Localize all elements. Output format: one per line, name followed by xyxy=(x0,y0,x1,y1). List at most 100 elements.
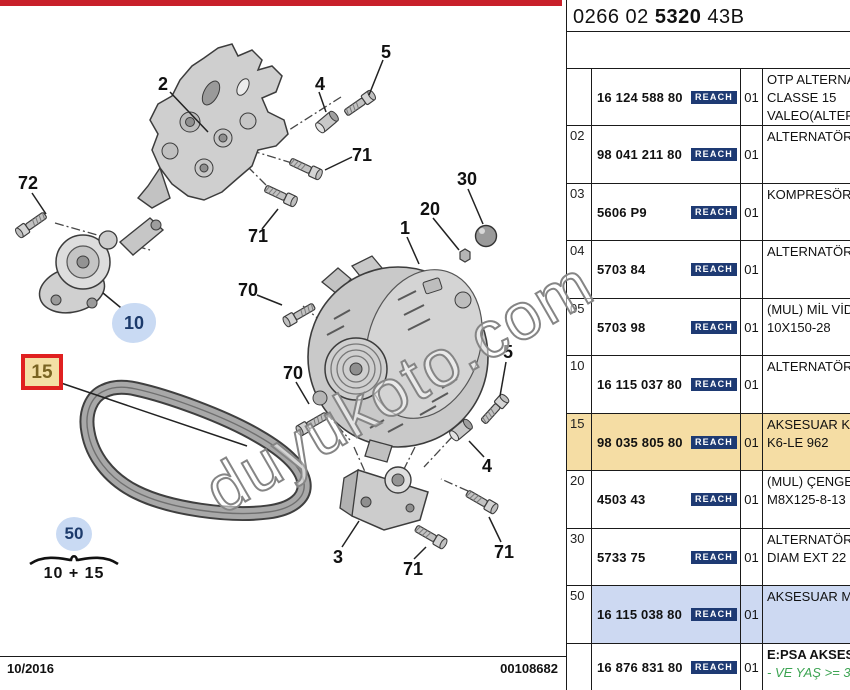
reach-badge[interactable]: REACH xyxy=(690,320,737,334)
reach-badge[interactable]: REACH xyxy=(690,435,737,449)
lower-bracket xyxy=(339,466,429,531)
description-line: E:PSA AKSES xyxy=(767,647,850,662)
reach-badge[interactable]: REACH xyxy=(690,263,737,276)
description-line: - VE YAŞ >= 3 xyxy=(767,665,850,680)
description-line: AKSESUAR M xyxy=(767,589,850,604)
description-line: DIAM EXT 22 xyxy=(767,550,847,565)
ref-number: 50 xyxy=(567,586,592,643)
part-number[interactable]: 98 035 805 80 xyxy=(597,434,683,450)
part-number[interactable]: 5703 98 xyxy=(597,319,646,335)
callout-4[interactable]: 4 xyxy=(314,74,326,94)
description-line: 10X150-28 xyxy=(767,320,831,335)
quantity: 01 xyxy=(741,529,763,585)
quantity: 01 xyxy=(741,241,763,298)
callout-72[interactable]: 72 xyxy=(17,173,39,193)
callout-30[interactable]: 30 xyxy=(456,169,478,189)
description: ALTERNATÖR xyxy=(763,356,850,413)
description: AKSESUAR M xyxy=(763,586,850,643)
callout-5[interactable]: 5 xyxy=(502,342,514,362)
table-row-04[interactable]: 04 5703 84 REACH 01 ALTERNATÖR xyxy=(567,241,850,299)
callout-50[interactable]: 50 xyxy=(56,517,92,551)
ref-number xyxy=(567,644,592,690)
ref-number: 04 xyxy=(567,241,592,298)
part-cell: 16 876 831 80 REACH xyxy=(592,644,741,690)
part-cell: 5703 84 REACH xyxy=(592,241,741,298)
reach-badge[interactable]: REACH xyxy=(690,493,737,506)
part-number[interactable]: 98 041 211 80 xyxy=(597,147,683,162)
revision-date: 10/2016 xyxy=(7,661,54,676)
part-number[interactable]: 5703 84 xyxy=(597,262,646,277)
part-cell: 16 124 588 80 REACH xyxy=(592,69,741,125)
callout-1[interactable]: 1 xyxy=(399,218,411,238)
quantity: 01 xyxy=(741,471,763,528)
ref-number: 05 xyxy=(567,299,592,355)
ball-stud xyxy=(474,224,498,248)
part-number[interactable]: 16 115 037 80 xyxy=(597,377,683,392)
alternator xyxy=(307,255,489,463)
callout-15[interactable]: 15 xyxy=(21,354,63,390)
reach-badge[interactable]: REACH xyxy=(690,90,737,104)
description-line: AKSESUAR K xyxy=(767,417,850,432)
part-number[interactable]: 16 124 588 80 xyxy=(597,89,683,105)
part-number[interactable]: 16 876 831 80 xyxy=(597,659,683,675)
tensioner xyxy=(38,230,118,314)
ref-number: 20 xyxy=(567,471,592,528)
description: ALTERNATÖR xyxy=(763,241,850,298)
reach-badge[interactable]: REACH xyxy=(690,378,737,391)
callout-4[interactable]: 4 xyxy=(481,456,493,476)
callout-10[interactable]: 10 xyxy=(112,303,156,343)
part-number[interactable]: 5733 75 xyxy=(597,549,646,565)
nut-20 xyxy=(459,248,471,263)
footer-divider xyxy=(0,656,566,657)
description-line: ALTERNATÖR xyxy=(767,244,850,259)
ref-number xyxy=(567,69,592,125)
quantity: 01 xyxy=(741,356,763,413)
callout-2[interactable]: 2 xyxy=(157,74,169,94)
reach-badge[interactable]: REACH xyxy=(690,205,737,219)
reach-badge[interactable]: REACH xyxy=(690,550,737,564)
description-line: (MUL) ÇENGE xyxy=(767,474,850,489)
reach-badge[interactable]: REACH xyxy=(690,608,737,621)
part-cell: 16 115 037 80 REACH xyxy=(592,356,741,413)
part-cell: 5733 75 REACH xyxy=(592,529,741,585)
callout-70[interactable]: 70 xyxy=(237,280,259,300)
quantity: 01 xyxy=(741,414,763,470)
callout-71[interactable]: 71 xyxy=(351,145,373,165)
callout-20[interactable]: 20 xyxy=(419,199,441,219)
description-line: KOMPRESÖR xyxy=(767,187,850,202)
reach-badge[interactable]: REACH xyxy=(690,660,737,674)
code-prefix: 0266 02 xyxy=(573,6,655,28)
description-line: ALTERNATÖR xyxy=(767,532,850,547)
part-number[interactable]: 5606 P9 xyxy=(597,204,647,220)
part-number[interactable]: 16 115 038 80 xyxy=(597,607,683,622)
callout-71[interactable]: 71 xyxy=(247,226,269,246)
quantity: 01 xyxy=(741,69,763,125)
callout-70[interactable]: 70 xyxy=(282,363,304,383)
description-line: ALTERNATÖR xyxy=(767,129,850,144)
callout-3[interactable]: 3 xyxy=(332,547,344,567)
document-code: 0266 02 5320 43B xyxy=(567,0,850,32)
part-number[interactable]: 4503 43 xyxy=(597,492,646,507)
reach-badge[interactable]: REACH xyxy=(690,148,737,161)
callout-71[interactable]: 71 xyxy=(402,559,424,579)
callout-71[interactable]: 71 xyxy=(493,542,515,562)
top-accent-bar xyxy=(0,0,562,6)
callout-50-group[interactable]: 50 10 + 15 xyxy=(26,517,122,583)
callout-5[interactable]: 5 xyxy=(380,42,392,62)
